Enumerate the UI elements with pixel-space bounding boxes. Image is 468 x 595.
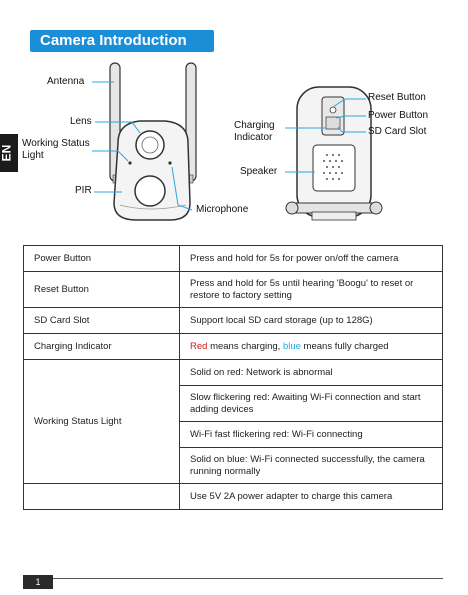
table-row: Use 5V 2A power adapter to charge this c… bbox=[23, 483, 443, 510]
label-power-button: Power Button bbox=[368, 110, 429, 121]
camera-front-view bbox=[109, 62, 197, 221]
table-row: Reset Button Press and hold for 5s until… bbox=[23, 271, 443, 308]
row-desc: Solid on blue: Wi-Fi connected successfu… bbox=[179, 447, 443, 484]
row-desc: Wi-Fi fast flickering red: Wi-Fi connect… bbox=[179, 421, 443, 448]
table-row: Wi-Fi fast flickering red: Wi-Fi connect… bbox=[24, 421, 443, 448]
label-working-status-light: Working Status Light bbox=[22, 138, 90, 161]
camera-body bbox=[113, 120, 191, 221]
speaker-grille bbox=[312, 144, 356, 192]
row-desc: Slow flickering red: Awaiting Wi-Fi conn… bbox=[179, 385, 443, 422]
row-desc: Solid on red: Network is abnormal bbox=[179, 359, 443, 386]
blue-word: blue bbox=[282, 340, 301, 352]
label-charging-indicator: Charging Indicator bbox=[234, 120, 275, 143]
row-name: Power Button bbox=[23, 245, 180, 272]
label-lens: Lens bbox=[70, 116, 92, 127]
row-name: Reset Button bbox=[23, 271, 180, 308]
row-name: Working Status Light bbox=[23, 359, 180, 484]
row-name: SD Card Slot bbox=[23, 307, 180, 334]
table-row: Power Button Press and hold for 5s for p… bbox=[23, 245, 443, 272]
lens bbox=[135, 130, 165, 160]
camera-back-view bbox=[285, 86, 383, 221]
label-sd-card-slot: SD Card Slot bbox=[368, 126, 427, 137]
footer-divider bbox=[53, 578, 443, 579]
row-desc: Red means charging, blue means fully cha… bbox=[179, 333, 443, 360]
label-microphone: Microphone bbox=[196, 204, 249, 215]
table-row: Solid on blue: Wi-Fi connected successfu… bbox=[24, 447, 443, 484]
pir-sensor bbox=[134, 175, 166, 207]
page-number: 1 bbox=[23, 575, 53, 589]
row-desc: Press and hold for 5s until hearing 'Boo… bbox=[179, 271, 443, 308]
label-reset-button: Reset Button bbox=[368, 92, 426, 103]
red-word: Red bbox=[190, 340, 208, 352]
desc-mid: means charging, bbox=[207, 340, 283, 352]
row-desc: Support local SD card storage (up to 128… bbox=[179, 307, 443, 334]
microphone-hole bbox=[168, 161, 172, 165]
row-desc: Use 5V 2A power adapter to charge this c… bbox=[179, 483, 443, 510]
section-title: Camera Introduction bbox=[30, 30, 214, 52]
status-light bbox=[128, 161, 132, 165]
camera-diagram bbox=[92, 62, 383, 221]
desc-end: means fully charged bbox=[300, 340, 389, 352]
table-row: Working Status Light Solid on red: Netwo… bbox=[23, 359, 443, 484]
table-row: SD Card Slot Support local SD card stora… bbox=[23, 307, 443, 334]
label-pir: PIR bbox=[75, 185, 92, 196]
label-antenna: Antenna bbox=[47, 76, 85, 87]
row-desc: Press and hold for 5s for power on/off t… bbox=[179, 245, 443, 272]
label-speaker: Speaker bbox=[240, 166, 278, 177]
table-row: Charging Indicator Red means charging, b… bbox=[23, 333, 443, 360]
row-name bbox=[23, 483, 180, 510]
row-name: Charging Indicator bbox=[23, 333, 180, 360]
spec-table: Power Button Press and hold for 5s for p… bbox=[23, 245, 443, 510]
language-tab: EN bbox=[0, 134, 18, 172]
